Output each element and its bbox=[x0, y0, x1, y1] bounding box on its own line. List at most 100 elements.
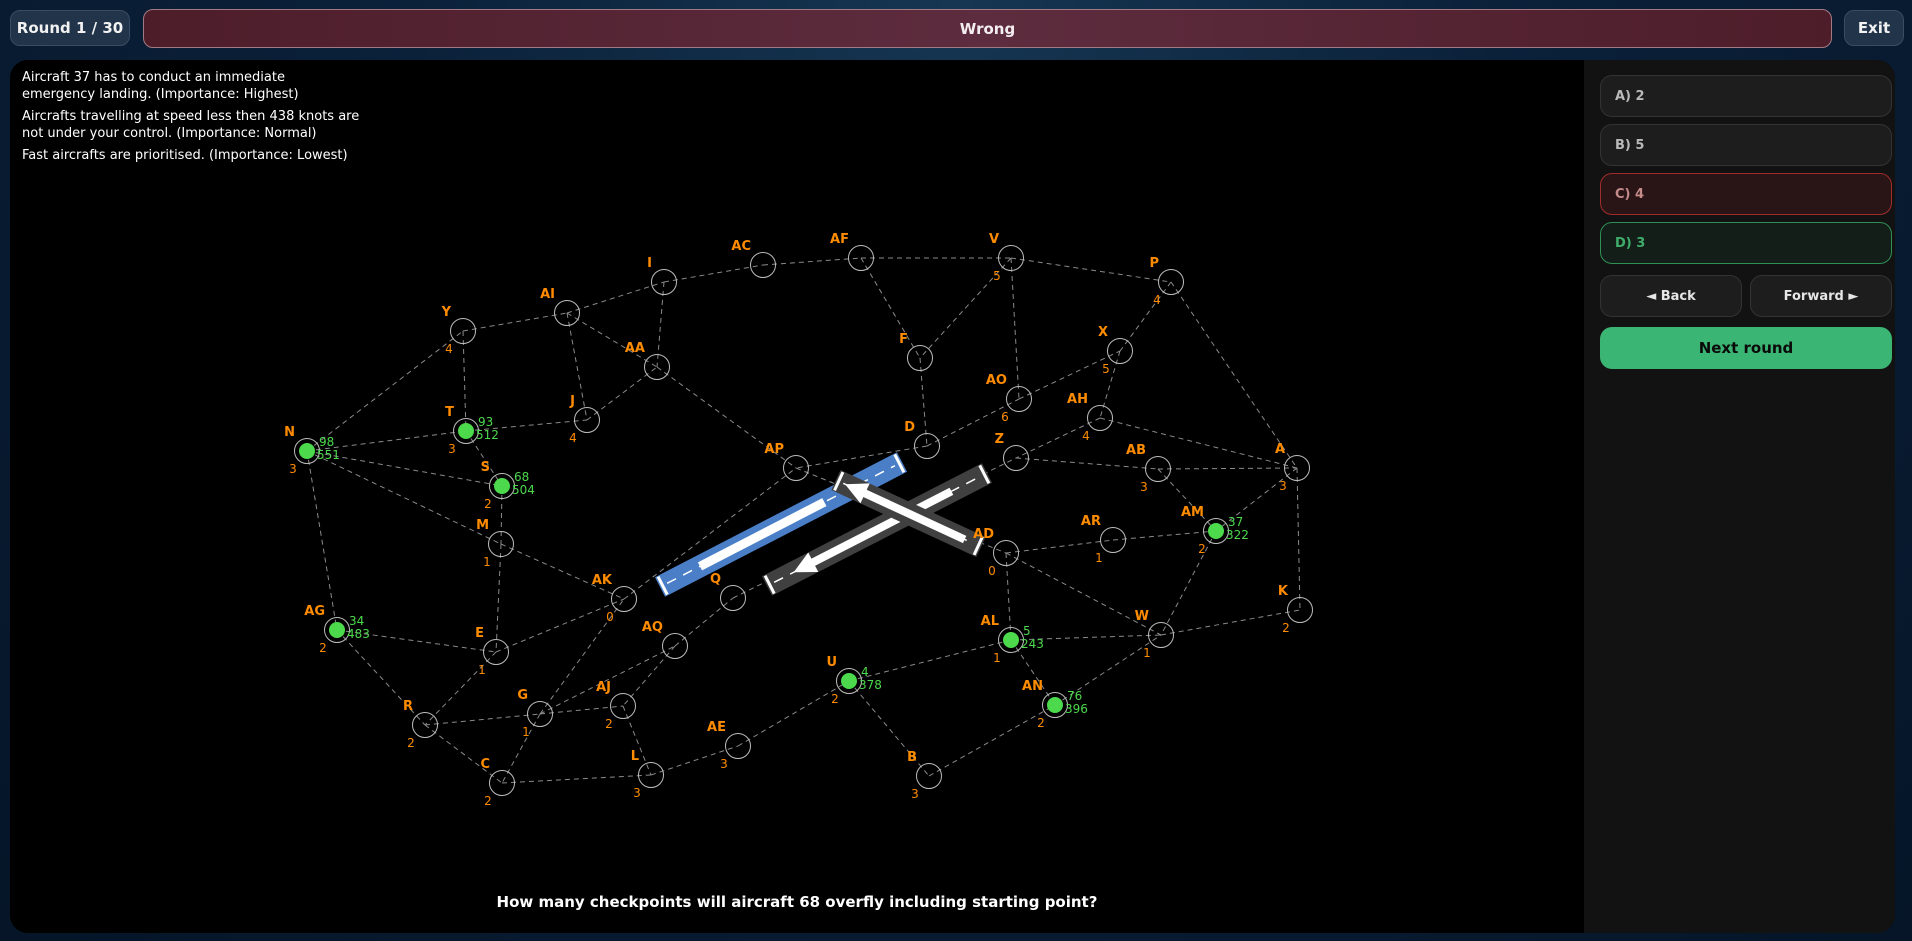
checkpoint-count: 4 bbox=[1153, 293, 1161, 307]
checkpoint-count: 2 bbox=[831, 692, 839, 706]
aircraft-speed: 243 bbox=[1021, 637, 1044, 651]
checkpoint-ring bbox=[651, 269, 677, 295]
route-lines bbox=[306, 257, 1301, 784]
route-line bbox=[539, 598, 625, 715]
checkpoint-m[interactable]: M1 bbox=[476, 518, 514, 569]
checkpoint-count: 2 bbox=[484, 794, 492, 808]
checkpoint-label: N bbox=[284, 425, 295, 440]
aircraft-id: 98 bbox=[319, 435, 334, 449]
checkpoint-p[interactable]: P4 bbox=[1149, 256, 1184, 307]
checkpoint-d[interactable]: D bbox=[904, 420, 940, 459]
aircraft-speed: 512 bbox=[476, 428, 499, 442]
checkpoint-label: F bbox=[899, 332, 908, 347]
route-line bbox=[623, 467, 797, 600]
route-line bbox=[501, 713, 541, 784]
checkpoint-y[interactable]: Y4 bbox=[441, 305, 476, 356]
aircraft-speed: 396 bbox=[1065, 702, 1088, 716]
checkpoint-count: 2 bbox=[1198, 542, 1206, 556]
checkpoint-label: AP bbox=[764, 442, 784, 457]
checkpoint-ring bbox=[1284, 455, 1310, 481]
checkpoint-a[interactable]: A3 bbox=[1275, 442, 1310, 493]
answer-option-a[interactable]: A) 2 bbox=[1600, 75, 1892, 117]
checkpoint-aj[interactable]: AJ2 bbox=[596, 680, 636, 731]
checkpoint-x[interactable]: X5 bbox=[1098, 325, 1133, 376]
checkpoint-k[interactable]: K2 bbox=[1278, 584, 1313, 635]
route-line bbox=[622, 705, 652, 776]
checkpoint-c[interactable]: C2 bbox=[480, 757, 515, 808]
aircraft-icon[interactable] bbox=[1003, 632, 1019, 648]
aircraft-icon[interactable] bbox=[1047, 697, 1063, 713]
checkpoint-ring bbox=[644, 354, 670, 380]
route-line bbox=[795, 445, 928, 469]
checkpoint-af[interactable]: AF bbox=[830, 232, 874, 271]
aircraft-icon[interactable] bbox=[299, 443, 315, 459]
checkpoint-g[interactable]: G1 bbox=[517, 688, 553, 739]
checkpoint-ring bbox=[1087, 405, 1113, 431]
checkpoint-ring bbox=[324, 617, 350, 643]
checkpoint-count: 1 bbox=[1095, 551, 1103, 565]
aircraft-icon[interactable] bbox=[1208, 523, 1224, 539]
aircraft-icon[interactable] bbox=[329, 622, 345, 638]
checkpoint-ao[interactable]: AO6 bbox=[986, 373, 1032, 424]
route-line bbox=[1015, 457, 1159, 470]
checkpoint-ah[interactable]: AH4 bbox=[1067, 392, 1113, 443]
checkpoint-aq[interactable]: AQ bbox=[642, 620, 688, 659]
checkpoint-q[interactable]: Q bbox=[710, 572, 746, 611]
checkpoint-z[interactable]: Z bbox=[995, 432, 1029, 471]
checkpoint-count: 4 bbox=[1082, 429, 1090, 443]
aircraft-icon[interactable] bbox=[458, 423, 474, 439]
checkpoint-i[interactable]: I bbox=[647, 256, 677, 295]
route-line bbox=[306, 330, 464, 452]
checkpoint-ad[interactable]: AD0 bbox=[973, 527, 1019, 578]
checkpoint-j[interactable]: J4 bbox=[569, 394, 600, 445]
aircraft-icon[interactable] bbox=[841, 673, 857, 689]
checkpoint-label: G bbox=[517, 688, 528, 703]
checkpoint-ab[interactable]: AB3 bbox=[1126, 443, 1171, 494]
route-line bbox=[1010, 257, 1172, 283]
checkpoint-ring bbox=[294, 438, 320, 464]
checkpoint-l[interactable]: L3 bbox=[631, 749, 664, 800]
route-line bbox=[465, 430, 503, 487]
aircraft-speed: 378 bbox=[859, 678, 882, 692]
checkpoint-ring bbox=[1158, 269, 1184, 295]
checkpoint-ac[interactable]: AC bbox=[731, 239, 776, 278]
back-button[interactable]: ◄ Back bbox=[1600, 275, 1742, 317]
answer-option-c[interactable]: C) 4 bbox=[1600, 173, 1892, 215]
checkpoint-count: 4 bbox=[569, 431, 577, 445]
checkpoint-ai[interactable]: AI bbox=[540, 287, 580, 326]
checkpoint-ak[interactable]: AK0 bbox=[592, 573, 637, 624]
answer-option-d[interactable]: D) 3 bbox=[1600, 222, 1892, 264]
exit-button[interactable]: Exit bbox=[1844, 10, 1904, 46]
answer-option-b[interactable]: B) 5 bbox=[1600, 124, 1892, 166]
checkpoint-b[interactable]: B3 bbox=[907, 750, 942, 801]
checkpoint-ring bbox=[610, 693, 636, 719]
checkpoint-ring bbox=[488, 531, 514, 557]
checkpoint-v[interactable]: V5 bbox=[989, 232, 1024, 283]
checkpoint-w[interactable]: W1 bbox=[1135, 609, 1174, 660]
checkpoint-label: A bbox=[1275, 442, 1285, 457]
round-indicator: Round 1 / 30 bbox=[10, 10, 130, 46]
aircraft-icon[interactable] bbox=[494, 478, 510, 494]
forward-button[interactable]: Forward ► bbox=[1750, 275, 1892, 317]
checkpoint-r[interactable]: R2 bbox=[403, 699, 438, 750]
route-line bbox=[860, 257, 921, 359]
checkpoint-ap[interactable]: AP bbox=[764, 442, 809, 481]
checkpoint-f[interactable]: F bbox=[899, 332, 933, 371]
route-line bbox=[1099, 417, 1298, 469]
aircraft-id: 4 bbox=[861, 665, 869, 679]
checkpoint-e[interactable]: E1 bbox=[475, 626, 509, 677]
checkpoint-aa[interactable]: AA bbox=[625, 341, 670, 380]
next-round-button[interactable]: Next round bbox=[1600, 327, 1892, 369]
checkpoint-ae[interactable]: AE3 bbox=[707, 720, 751, 771]
checkpoint-ar[interactable]: AR1 bbox=[1081, 514, 1126, 565]
rule-1: Aircraft 37 has to conduct an immediate … bbox=[22, 70, 299, 102]
